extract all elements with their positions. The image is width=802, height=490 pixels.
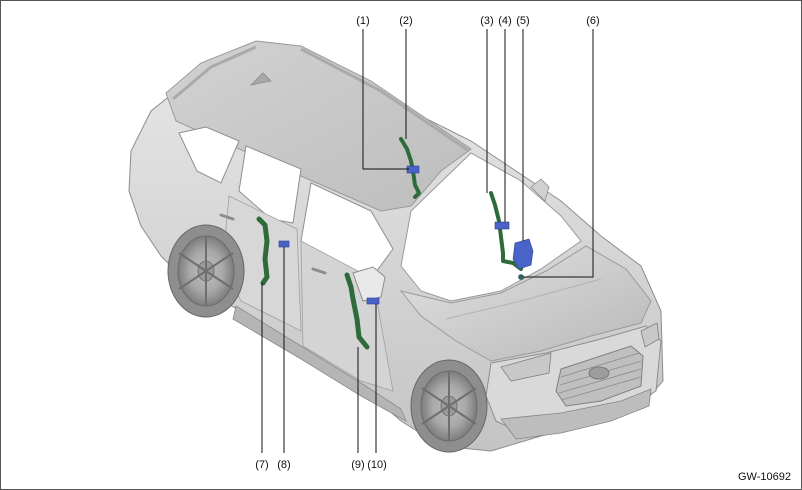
camera-module: [512, 238, 534, 270]
windshield-connector: [494, 221, 510, 230]
front-wheel: [410, 359, 488, 453]
lower-bumper: [500, 388, 652, 440]
front-door-harness: [344, 272, 370, 350]
headlight-left: [500, 352, 552, 382]
side-skirt: [232, 305, 407, 422]
rear-door-connector: [278, 240, 290, 248]
vehicle-body: [128, 40, 664, 453]
callout-4: (4): [498, 15, 511, 27]
figure-id: GW-10692: [738, 471, 791, 483]
callout-10: (10): [367, 459, 387, 471]
rear-door-window: [238, 145, 302, 224]
antenna: [249, 72, 272, 86]
windshield: [400, 152, 582, 302]
callout-1: (1): [356, 15, 369, 27]
rear-wheel: [167, 224, 245, 318]
rear-quarter-window: [178, 126, 240, 184]
callout-labels: (1) (2) (3) (4) (5) (6) (7) (8) (9) (10): [255, 15, 599, 471]
rear-door-handle: [219, 213, 235, 221]
callout-8: (8): [277, 459, 290, 471]
hood-crease: [445, 278, 602, 320]
callout-5: (5): [516, 15, 529, 27]
headlight-right: [640, 322, 660, 348]
leader-lines: [261, 29, 594, 453]
leader-1: [362, 29, 409, 170]
hood: [399, 245, 652, 362]
callout-9: (9): [351, 459, 364, 471]
roof-rail-left: [172, 45, 257, 101]
callout-6: (6): [586, 15, 599, 27]
callout-7: (7): [255, 459, 268, 471]
side-mirror: [352, 266, 386, 302]
callout-2: (2): [399, 15, 412, 27]
callout-3: (3): [480, 15, 493, 27]
roof-rail-right: [300, 47, 470, 153]
rear-door-harness: [256, 216, 270, 286]
front-door-connector: [366, 297, 380, 305]
leader-6: [523, 29, 594, 278]
brand-emblem: [588, 366, 610, 380]
front-door-handle: [311, 267, 327, 275]
sensor-point: [518, 274, 524, 280]
right-side-mirror: [530, 178, 550, 202]
windshield-harness: [489, 191, 523, 271]
connectors: [278, 165, 534, 305]
harnesses: [256, 137, 523, 350]
